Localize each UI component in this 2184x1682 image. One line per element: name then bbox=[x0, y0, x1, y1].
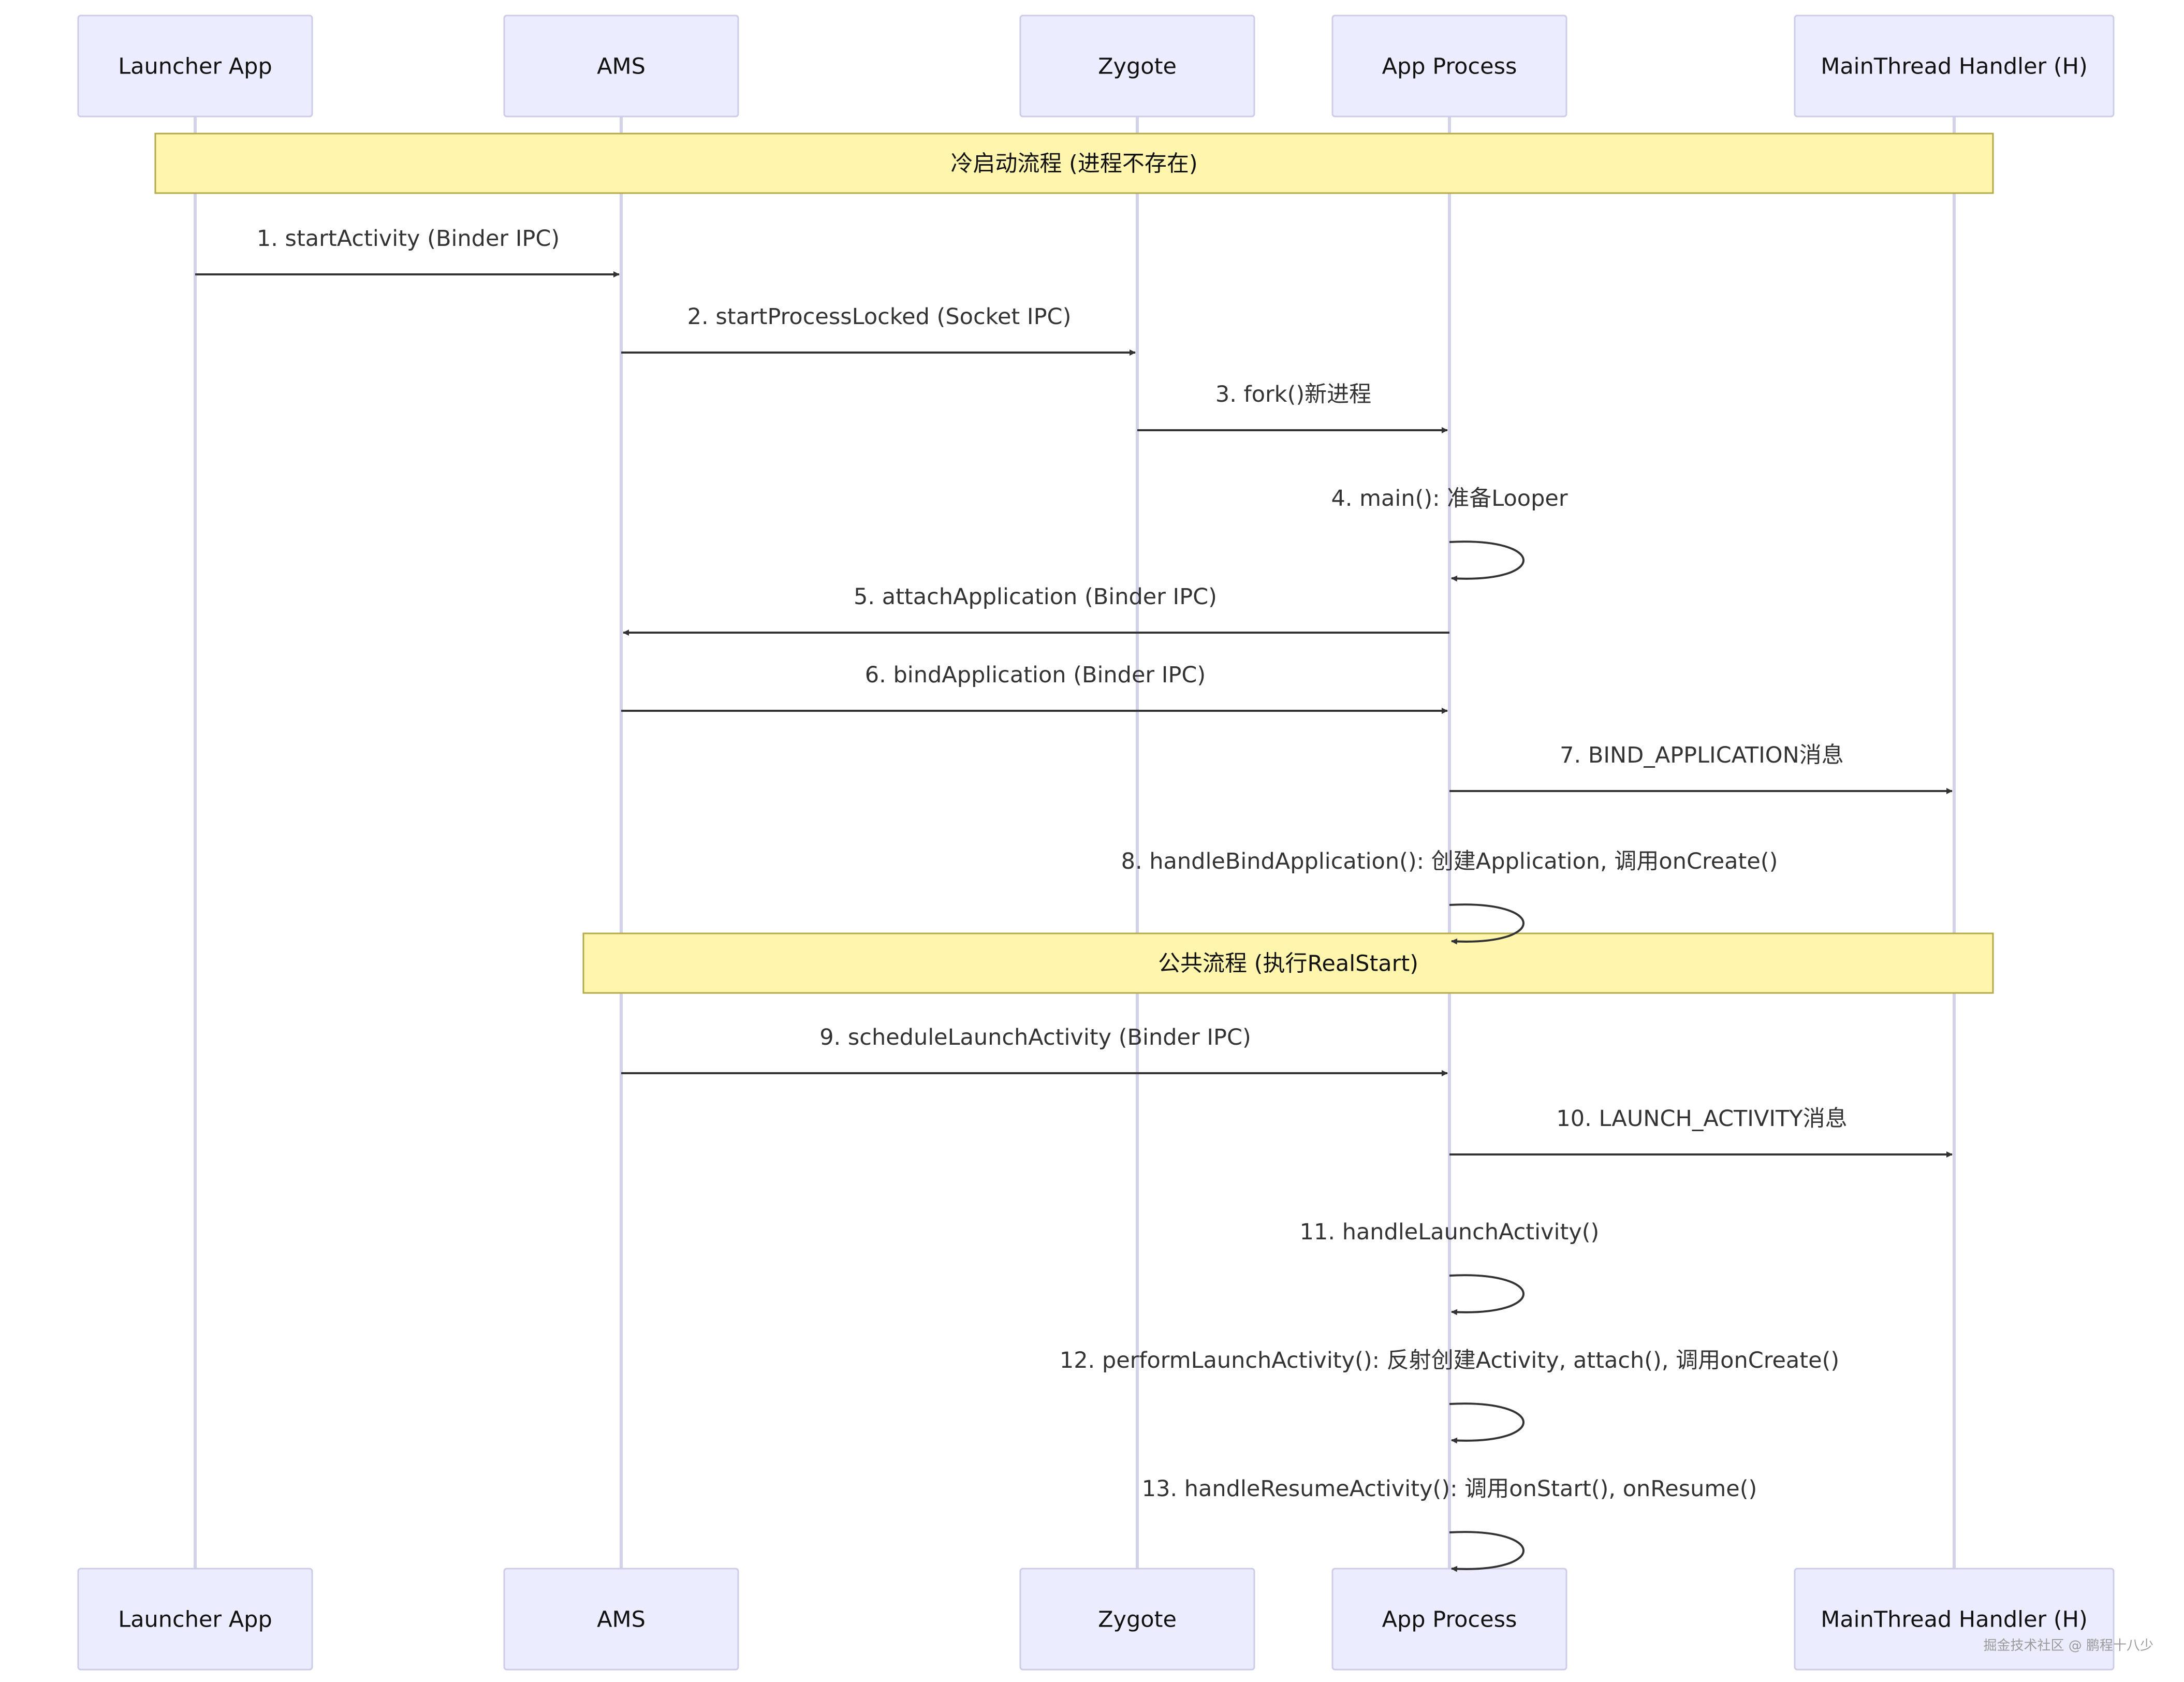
participant-label-ams-top: AMS bbox=[597, 54, 646, 80]
participant-box-handler-top bbox=[1794, 14, 2115, 118]
participant-box-app-top bbox=[1331, 14, 1567, 118]
message-label-13: 13. handleResumeActivity(): 调用onStart(),… bbox=[1142, 1476, 1757, 1502]
note-box-cold-start bbox=[154, 133, 1994, 194]
participant-label-launcher-bottom: Launcher App bbox=[118, 1607, 272, 1633]
participant-label-launcher-top: Launcher App bbox=[118, 54, 272, 80]
participant-box-ams-top bbox=[503, 14, 739, 118]
self-message-arrow-12 bbox=[1449, 1402, 1525, 1444]
self-message-arrow-11 bbox=[1449, 1274, 1525, 1315]
participant-label-ams-bottom: AMS bbox=[597, 1607, 646, 1633]
note-label-common: 公共流程 (执行RealStart) bbox=[1158, 951, 1418, 977]
message-label-9: 9. scheduleLaunchActivity (Binder IPC) bbox=[819, 1025, 1251, 1050]
notes: 冷启动流程 (进程不存在) 公共流程 (执行RealStart) bbox=[154, 133, 1994, 994]
message-label-5: 5. attachApplication (Binder IPC) bbox=[854, 584, 1217, 610]
message-label-3: 3. fork()新进程 bbox=[1215, 382, 1371, 407]
participants-top: Launcher App AMS Zygote App Process MainThre… bbox=[77, 14, 2115, 118]
participant-label-zygote-top: Zygote bbox=[1098, 54, 1177, 80]
participant-box-ams-bottom bbox=[503, 1568, 739, 1671]
message-label-12: 12. performLaunchActivity(): 反射创建Activit… bbox=[1060, 1348, 1839, 1373]
self-message-arrow-8 bbox=[1449, 903, 1525, 945]
message-label-10: 10. LAUNCH_ACTIVITY消息 bbox=[1556, 1106, 1847, 1132]
self-message-arrow-13 bbox=[1449, 1531, 1525, 1572]
message-label-11: 11. handleLaunchActivity() bbox=[1300, 1219, 1600, 1245]
participant-box-launcher-top bbox=[77, 14, 313, 118]
lifelines bbox=[194, 116, 1956, 1569]
participant-label-handler-bottom: MainThread Handler (H) bbox=[1821, 1607, 2088, 1633]
self-message-arrow-4 bbox=[1449, 540, 1525, 582]
message-label-8: 8. handleBindApplication(): 创建Applicatio… bbox=[1121, 849, 1778, 874]
message-label-1: 1. startActivity (Binder IPC) bbox=[257, 226, 560, 252]
participant-box-handler-bottom bbox=[1794, 1568, 2115, 1671]
watermark-text: 掘金技术社区 @ 鹏程十八少 bbox=[1983, 1638, 2153, 1654]
message-label-2: 2. startProcessLocked (Socket IPC) bbox=[687, 304, 1072, 330]
participant-label-app-bottom: App Process bbox=[1382, 1607, 1517, 1633]
participant-box-launcher-bottom bbox=[77, 1568, 313, 1671]
message-label-4: 4. main(): 准备Looper bbox=[1331, 486, 1567, 511]
note-label-cold-start: 冷启动流程 (进程不存在) bbox=[950, 151, 1197, 177]
messages: 1. startActivity (Binder IPC) 2. startPro… bbox=[195, 226, 1953, 1572]
participant-label-handler-top: MainThread Handler (H) bbox=[1821, 54, 2088, 80]
participant-box-zygote-top bbox=[1019, 14, 1255, 118]
participant-label-zygote-bottom: Zygote bbox=[1098, 1607, 1177, 1633]
message-label-6: 6. bindApplication (Binder IPC) bbox=[865, 662, 1206, 688]
participant-box-app-bottom bbox=[1331, 1568, 1567, 1671]
message-label-7: 7. BIND_APPLICATION消息 bbox=[1560, 742, 1844, 768]
participant-box-zygote-bottom bbox=[1019, 1568, 1255, 1671]
participant-label-app-top: App Process bbox=[1382, 54, 1517, 80]
participants-bottom: Launcher App AMS Zygote App Process MainThre… bbox=[77, 1568, 2115, 1671]
note-box-common bbox=[582, 932, 1994, 994]
